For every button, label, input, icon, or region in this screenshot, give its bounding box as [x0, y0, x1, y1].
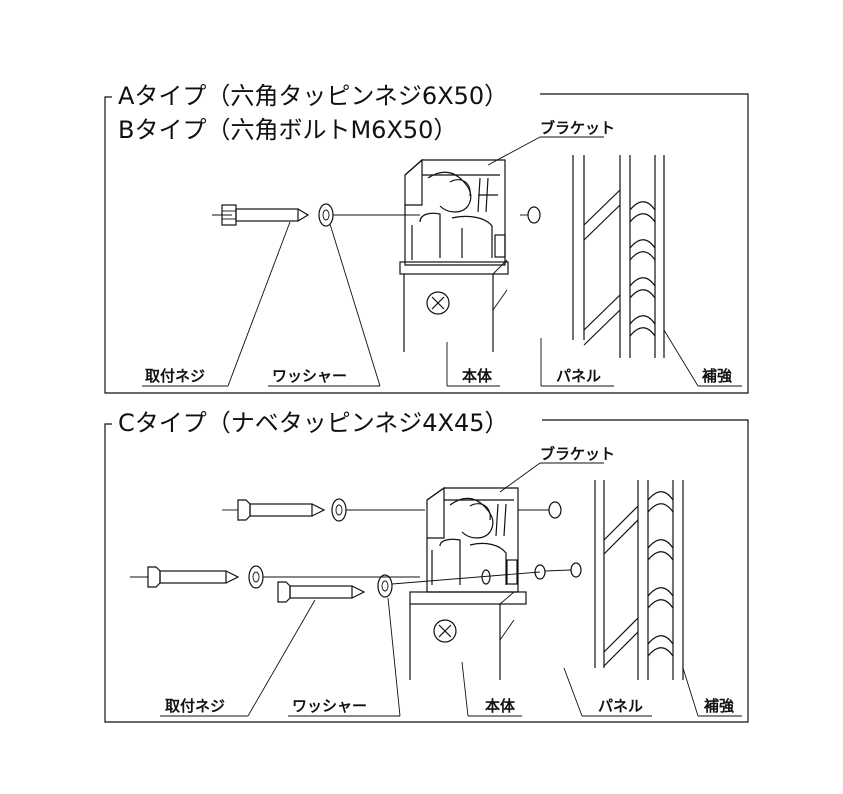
- phillips-screw-icon-c: [433, 619, 457, 643]
- label-washer-c: ワッシャー: [292, 697, 367, 715]
- hex-screw: [212, 204, 310, 226]
- label-body-a: 本体: [462, 367, 493, 385]
- panel-c: Cタイプ（ナベタッピンネジ4X45）: [104, 409, 749, 723]
- panel-c-frame: [104, 419, 749, 723]
- label-bracket-c: ブラケット: [540, 445, 615, 463]
- label-screw-a: 取付ネジ: [145, 367, 205, 385]
- label-body-c: 本体: [485, 697, 516, 715]
- bracket-c: [426, 486, 519, 593]
- label-reinforcement-a: 補強: [701, 367, 732, 385]
- label-screw-c: 取付ネジ: [165, 697, 225, 715]
- wall-panel-c: [594, 480, 684, 680]
- label-panel-c: パネル: [598, 697, 643, 715]
- pan-screw-right: [277, 562, 582, 603]
- main-body-c: [409, 591, 515, 680]
- bracket-base: [399, 261, 509, 275]
- label-bracket-a: ブラケット: [540, 119, 615, 137]
- pan-screw-left: [130, 565, 420, 589]
- label-washer-a: ワッシャー: [272, 367, 347, 385]
- phillips-screw-icon: [426, 291, 450, 315]
- panel-ab-title-line2: Bタイプ（六角ボルトM6X50）: [118, 116, 457, 144]
- wall-panel: [572, 155, 665, 358]
- label-panel-a: パネル: [556, 367, 601, 385]
- bracket: [404, 158, 506, 266]
- panel-ab-frame: [104, 93, 749, 394]
- main-body: [403, 259, 508, 352]
- pan-screw-top: [222, 498, 562, 522]
- bracket-c-base: [409, 591, 527, 605]
- panel-ab-title-line1: Aタイプ（六角タッピンネジ6X50）: [118, 82, 508, 110]
- panel-c-title: Cタイプ（ナベタッピンネジ4X45）: [118, 409, 509, 437]
- panel-ab: Aタイプ（六角タッピンネジ6X50） Bタイプ（六角ボルトM6X50）: [104, 82, 749, 394]
- washer: [318, 203, 334, 227]
- hole-marker: [520, 206, 541, 224]
- label-reinforcement-c: 補強: [703, 697, 734, 715]
